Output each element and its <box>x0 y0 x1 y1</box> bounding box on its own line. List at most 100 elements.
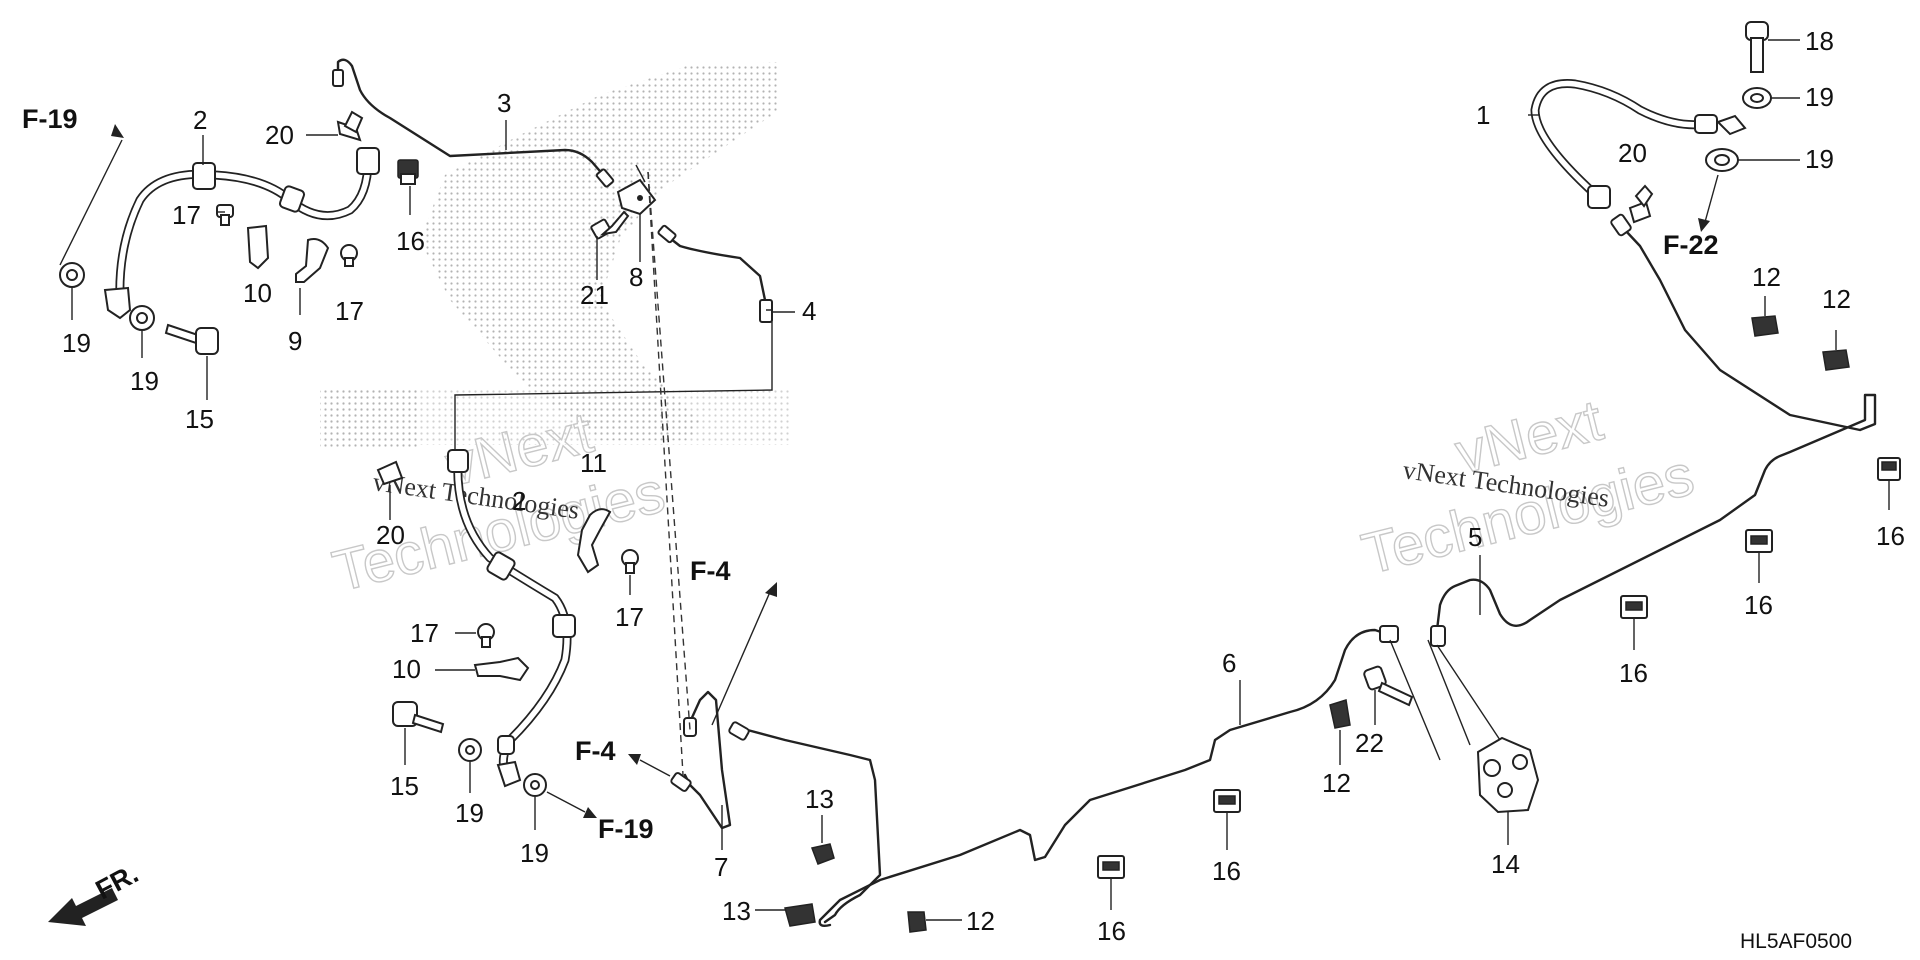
callout-9: 9 <box>288 326 302 356</box>
callout-14: 14 <box>1491 849 1520 879</box>
clip-12-middle <box>1329 699 1351 765</box>
callout-3: 3 <box>497 88 511 118</box>
callout-20-lower-left: 20 <box>376 520 405 550</box>
callout-8: 8 <box>629 262 643 292</box>
callout-18: 18 <box>1805 26 1834 56</box>
brake-hose-1 <box>1530 79 1747 209</box>
washer-19-lower-b <box>523 773 547 830</box>
callout-6: 6 <box>1222 648 1236 678</box>
ref-f19-top: F-19 <box>22 104 78 134</box>
brake-pipe-3 <box>332 58 615 188</box>
bracket-9 <box>295 238 330 315</box>
diagram-code: HL5AF0500 <box>1740 930 1852 953</box>
clip-20-lower-left <box>376 460 404 520</box>
bolt-18 <box>1745 21 1800 73</box>
callout-4: 4 <box>802 296 816 326</box>
callout-1: 1 <box>1476 100 1490 130</box>
ref-f22: F-22 <box>1663 230 1719 260</box>
f4-upper-leader <box>711 591 771 726</box>
f19-top-leader <box>59 139 123 266</box>
callout-12-right-a: 12 <box>1752 262 1781 292</box>
callout-16-lower-4: 16 <box>1744 590 1773 620</box>
washer-19-upper-b <box>129 305 155 358</box>
callout-21: 21 <box>580 280 609 310</box>
clip-12-right-a <box>1751 296 1779 337</box>
bolt-17-middle <box>621 549 639 595</box>
brake-pipe-5 <box>1430 213 1877 647</box>
brake-pipe-7 <box>670 690 882 924</box>
front-direction-arrow: FR. <box>48 858 143 926</box>
callout-22: 22 <box>1355 728 1384 758</box>
clip-13-lower <box>755 903 816 927</box>
brake-hose-2-lower <box>447 449 576 788</box>
washer-19-top-right-a <box>1742 87 1800 109</box>
callout-17-middle: 17 <box>615 602 644 632</box>
ref-f4-lower: F-4 <box>575 736 616 766</box>
callout-19-top-right-a: 19 <box>1805 82 1834 112</box>
clip-16-lower-3 <box>1620 595 1648 650</box>
clip-20-upper-left <box>336 110 364 142</box>
f19-bottom-leader <box>546 791 586 813</box>
callout-20-top-right: 20 <box>1618 138 1647 168</box>
bolt-17-lower <box>455 623 495 648</box>
bolt-15-lower <box>392 701 445 765</box>
clip-16-lower-5 <box>1877 457 1901 510</box>
clip-20-top-right <box>1628 184 1654 224</box>
bracket-10-lower <box>435 656 530 682</box>
callout-2-lower: 2 <box>512 486 526 516</box>
washer-19-upper-a <box>59 262 85 320</box>
callout-19-upper-b: 19 <box>130 366 159 396</box>
clip-16-upper <box>397 159 419 215</box>
brake-pipe-4 <box>454 224 773 460</box>
callout-20-upper-left: 20 <box>265 120 294 150</box>
bracket-10-upper <box>246 224 270 270</box>
ref-f19-bottom: F-19 <box>598 814 654 844</box>
callout-15-lower: 15 <box>390 771 419 801</box>
callout-12-middle: 12 <box>1322 768 1351 798</box>
clip-12-bottom <box>907 911 962 933</box>
bolt-17-upper-a <box>216 204 234 226</box>
callout-16-lower-2: 16 <box>1212 856 1241 886</box>
washer-19-lower-a <box>458 738 482 793</box>
f22-leader <box>1704 174 1719 223</box>
brake-pipe-6 <box>818 625 1399 928</box>
callout-17-upper-b: 17 <box>335 296 364 326</box>
dotted-logo-watermark <box>320 62 790 450</box>
callout-12-right-b: 12 <box>1822 284 1851 314</box>
callout-2-upper: 2 <box>193 105 207 135</box>
clip-16-lower-2 <box>1213 789 1241 850</box>
bolt-21 <box>590 210 630 280</box>
bolt-17-upper-b <box>340 244 358 267</box>
bracket-11 <box>576 508 612 574</box>
callout-16-lower-5: 16 <box>1876 521 1905 551</box>
callout-19-top-right-b: 19 <box>1805 144 1834 174</box>
dashed-line-joint-to-pipe7 <box>647 171 691 731</box>
callout-16-lower-1: 16 <box>1097 916 1126 946</box>
callout-16-lower-3: 16 <box>1619 658 1648 688</box>
callout-7: 7 <box>714 852 728 882</box>
clip-13-upper <box>810 815 835 865</box>
callout-13-upper: 13 <box>805 784 834 814</box>
valve-14 <box>1389 639 1540 845</box>
ref-f4-upper: F-4 <box>690 556 731 586</box>
brake-hose-2-upper <box>103 147 380 320</box>
callout-19-upper-a: 19 <box>62 328 91 358</box>
bolt-15-upper <box>164 323 219 400</box>
three-way-joint-8 <box>616 164 657 262</box>
callout-5: 5 <box>1468 522 1482 552</box>
callout-19-lower-b: 19 <box>520 838 549 868</box>
callout-17-lower: 17 <box>410 618 439 648</box>
callout-16-upper: 16 <box>396 226 425 256</box>
clip-12-right-b <box>1822 330 1850 371</box>
clip-16-lower-4 <box>1745 529 1773 583</box>
callout-11: 11 <box>580 448 607 478</box>
callout-19-lower-a: 19 <box>455 798 484 828</box>
callout-15-upper: 15 <box>185 404 214 434</box>
callout-13-lower: 13 <box>722 896 751 926</box>
washer-19-top-right-b <box>1705 148 1800 172</box>
callout-17-upper-a: 17 <box>172 200 201 230</box>
clip-16-lower-1 <box>1097 855 1125 910</box>
callout-10-upper: 10 <box>243 278 272 308</box>
callout-12-bottom: 12 <box>966 906 995 936</box>
